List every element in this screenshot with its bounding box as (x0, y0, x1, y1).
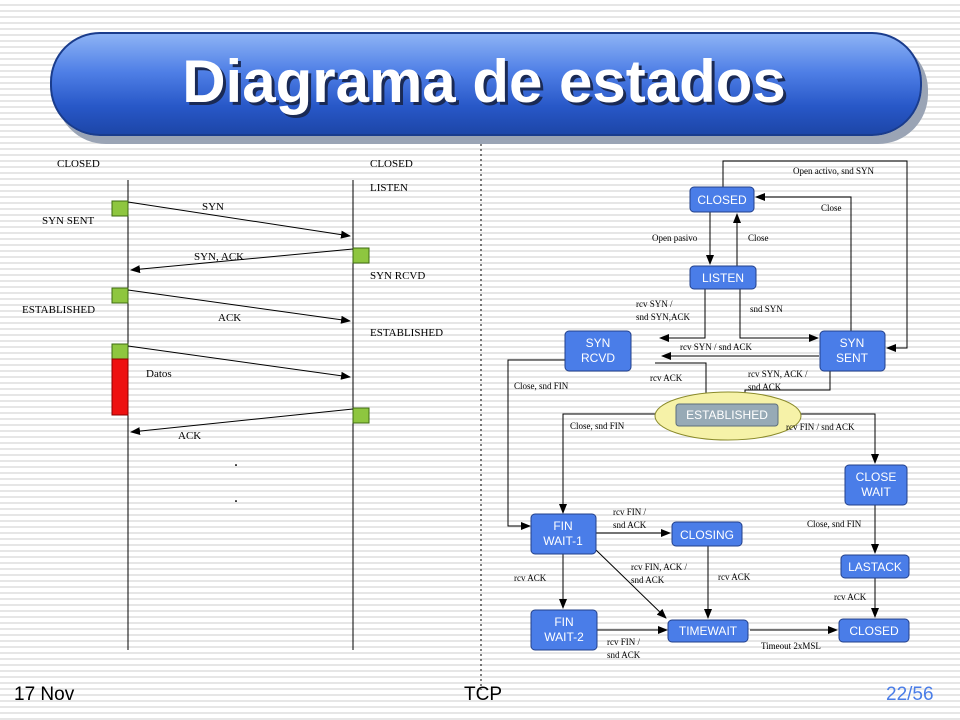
data-arrow (127, 345, 351, 380)
listen-synrcvd-edge (659, 289, 706, 342)
server-listen-label: LISTEN (370, 182, 408, 194)
rcv-synack-label-2: snd ACK (748, 382, 782, 392)
rcv-syn-label-2: snd SYN,ACK (636, 312, 691, 322)
server-marker-synack (352, 247, 370, 264)
state-close-wait-label-1: CLOSE (856, 470, 897, 484)
state-timewait: TIMEWAIT (667, 619, 749, 643)
state-fin-wait2-label-2: WAIT-2 (544, 630, 584, 644)
close-snd-fin-est-label: Close, snd FIN (570, 421, 625, 431)
rcv-ack-mid-label: rcv ACK (650, 373, 683, 383)
state-fin-wait-1: FIN WAIT-1 (530, 513, 597, 555)
datos-label: Datos (146, 368, 172, 380)
client-marker-syn (111, 200, 129, 217)
state-closing-label: CLOSING (680, 528, 734, 542)
rcv-ack-lastack-label: rcv ACK (834, 592, 867, 602)
state-fin-wait2-label-1: FIN (554, 615, 573, 629)
state-established: ESTABLISHED (675, 403, 779, 427)
client-marker-ack (111, 287, 129, 304)
rcv-syn-label-1: rcv SYN / (636, 299, 673, 309)
title-banner (50, 32, 922, 136)
timeout-label: Timeout 2xMSL (761, 641, 821, 651)
ack2-arrow (130, 408, 354, 436)
syn-arrow (127, 201, 351, 239)
state-closed-bottom-label: CLOSED (849, 624, 899, 638)
state-syn-sent: SYN SENT (819, 330, 886, 372)
state-listen: LISTEN (689, 265, 757, 290)
footer-topic: TCP (464, 684, 502, 705)
state-lastack-label: LASTACK (848, 560, 902, 574)
state-diagram: CLOSED LISTEN SYN RCVD SYN SENT ESTABLIS… (507, 160, 910, 660)
state-syn-rcvd: SYN RCVD (564, 330, 632, 372)
sequence-diagram: CLOSED CLOSED LISTEN SYN SENT SYN SYN, A… (22, 158, 443, 650)
footer-date: 17 Nov (14, 684, 75, 705)
synack-label: SYN, ACK (194, 251, 244, 263)
server-closed-label: CLOSED (370, 158, 413, 170)
syn-label: SYN (202, 201, 224, 213)
continuation-dot-1: . (234, 453, 238, 470)
close-right-label: Close (821, 203, 842, 213)
state-timewait-label: TIMEWAIT (679, 624, 738, 638)
state-close-wait-label-2: WAIT (861, 485, 891, 499)
rcv-fin-label-1: rcv FIN / (613, 507, 646, 517)
close-snd-fin-right-label: Close, snd FIN (807, 519, 862, 529)
open-activo-edge (722, 160, 908, 352)
state-close-wait: CLOSE WAIT (844, 464, 908, 506)
established-left-label: ESTABLISHED (22, 304, 95, 316)
state-syn-rcvd-label-1: SYN (586, 336, 611, 350)
state-fin-wait1-label-1: FIN (553, 519, 572, 533)
rcv-synack-label-1: rcv SYN, ACK / (748, 369, 808, 379)
open-pasivo-label: Open pasivo (652, 233, 698, 243)
state-syn-sent-label-2: SENT (836, 351, 869, 365)
rcv-syn-snd-ack-label: rcv SYN / snd ACK (680, 342, 753, 352)
rcv-fin-b-label-1: rcv FIN / (607, 637, 640, 647)
established-closewait-edge (778, 413, 879, 464)
state-syn-sent-label-1: SYN (840, 336, 865, 350)
synsent-close-edge (755, 193, 852, 331)
state-closing: CLOSING (671, 521, 743, 547)
footer-page-number: 22/56 (886, 684, 934, 705)
client-marker-data (111, 343, 129, 360)
state-fin-wait1-label-2: WAIT-1 (543, 534, 583, 548)
rcv-fin-label-2: snd ACK (613, 520, 647, 530)
client-closed-label: CLOSED (57, 158, 100, 170)
finwait1-timewait-edge (595, 549, 667, 619)
synrcvd-established-edge (655, 362, 710, 403)
ack-arrow (127, 289, 351, 324)
listen-synsent-edge (739, 289, 819, 342)
state-established-label: ESTABLISHED (686, 408, 768, 422)
continuation-dot-2: . (234, 489, 238, 506)
state-closed-bottom: CLOSED (838, 618, 910, 643)
server-marker-ack (352, 407, 370, 424)
state-lastack: LASTACK (840, 554, 910, 579)
synack-arrow (130, 248, 354, 274)
state-listen-label: LISTEN (702, 271, 744, 285)
rcv-fin-b-label-2: snd ACK (607, 650, 641, 660)
rcv-finack-label-1: rcv FIN, ACK / (631, 562, 687, 572)
syn-rcvd-label: SYN RCVD (370, 270, 425, 282)
established-right-label: ESTABLISHED (370, 327, 443, 339)
ack2-label: ACK (178, 430, 201, 442)
state-syn-rcvd-label-2: RCVD (581, 351, 615, 365)
page-title: Diagrama de estados (182, 48, 786, 115)
rcv-fin-snd-ack-label: rcv FIN / snd ACK (786, 422, 855, 432)
state-fin-wait-2: FIN WAIT-2 (530, 609, 598, 651)
close-snd-fin-left-label: Close, snd FIN (514, 381, 569, 391)
ack1-label: ACK (218, 312, 241, 324)
syn-sent-label: SYN SENT (42, 215, 95, 227)
rcv-finack-label-2: snd ACK (631, 575, 665, 585)
rcv-ack-left-label: rcv ACK (514, 573, 547, 583)
snd-syn-label: snd SYN (750, 304, 783, 314)
data-block (111, 358, 129, 416)
established-finwait1-edge (559, 413, 676, 514)
state-closed-top-label: CLOSED (697, 193, 747, 207)
rcv-ack-closing-label: rcv ACK (718, 572, 751, 582)
close-mid-label: Close (748, 233, 769, 243)
state-closed-top: CLOSED (689, 186, 755, 213)
synrcvd-finwait1-edge (507, 359, 565, 530)
open-activo-label: Open activo, snd SYN (793, 166, 874, 176)
